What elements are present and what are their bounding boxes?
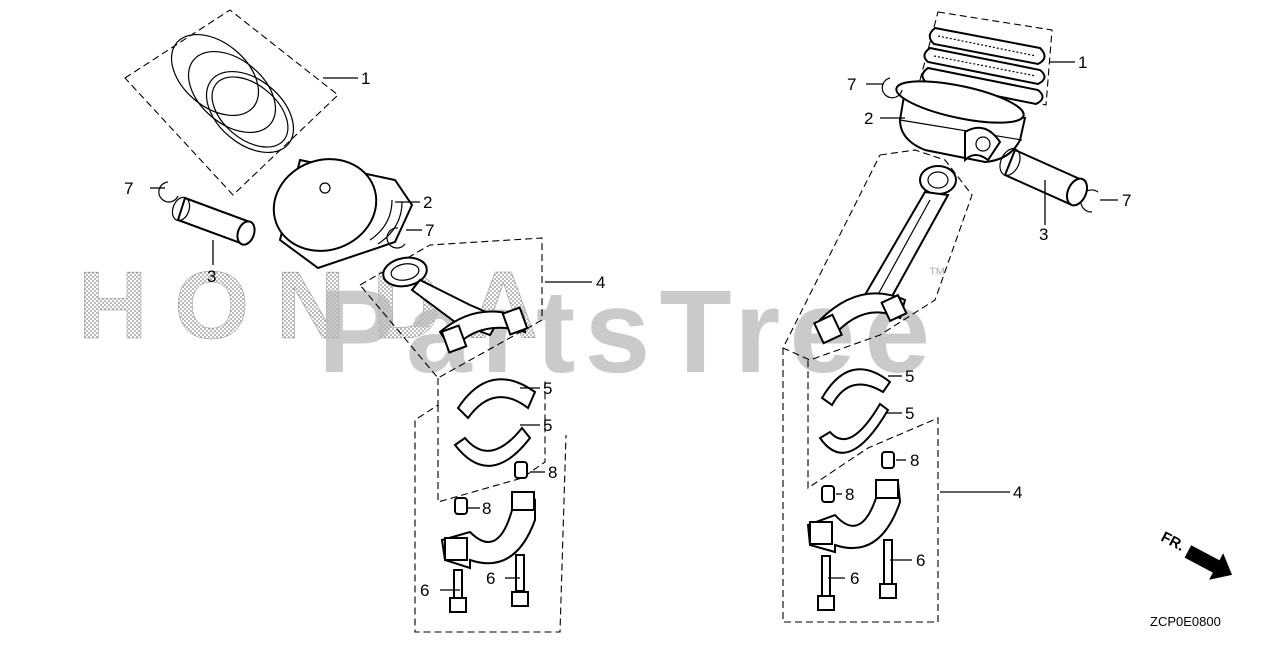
front-direction-indicator: FR. xyxy=(1158,529,1233,580)
right-callout-6a: 6 xyxy=(850,569,859,588)
right-rod-cap xyxy=(806,479,902,554)
right-bearing-upper xyxy=(820,368,892,407)
right-callout-3: 3 xyxy=(1039,225,1048,244)
left-bolt-b xyxy=(511,554,529,607)
right-callout-7b: 7 xyxy=(1122,191,1131,210)
left-callout-1: 1 xyxy=(361,69,370,88)
left-connecting-rod xyxy=(359,237,543,379)
right-callout-4: 4 xyxy=(1013,483,1022,502)
left-rod-cap xyxy=(440,491,536,570)
left-big-end-box xyxy=(414,378,567,633)
left-clip-a xyxy=(158,181,179,203)
right-bearing-lower xyxy=(818,402,890,454)
left-callout-7b: 7 xyxy=(425,221,434,240)
right-connecting-rod xyxy=(812,165,957,345)
left-callout-6a: 6 xyxy=(420,581,429,600)
left-callout-4: 4 xyxy=(596,273,605,292)
right-callout-8a: 8 xyxy=(910,451,919,470)
left-clip-b xyxy=(386,227,406,249)
right-piston-pin xyxy=(999,148,1089,207)
diagram-code: ZCP0E0800 xyxy=(1150,614,1221,629)
left-bearing-lower xyxy=(453,426,532,467)
left-callout-5a: 5 xyxy=(543,379,552,398)
left-dowel-a xyxy=(514,461,528,479)
watermark-trademark: ™ xyxy=(928,264,946,284)
right-callout-8b: 8 xyxy=(845,485,854,504)
left-dowel-b xyxy=(454,497,468,515)
left-piston-ring-set xyxy=(124,9,339,196)
left-callout-5b: 5 xyxy=(543,416,552,435)
right-piston-ring-set xyxy=(919,11,1053,106)
left-callout-7a: 7 xyxy=(124,179,133,198)
right-callout-2: 2 xyxy=(864,109,873,128)
left-bolt-a xyxy=(449,569,467,613)
left-bearing-upper xyxy=(456,378,537,420)
right-callout-5b: 5 xyxy=(905,404,914,423)
left-assembly: 1 2 3 4 5 5 6 6 7 7 8 8 xyxy=(124,9,605,633)
left-leader-lines xyxy=(150,77,592,591)
left-callout-8b: 8 xyxy=(482,499,491,518)
left-callout-3: 3 xyxy=(207,267,216,286)
right-dowel-b xyxy=(821,485,835,503)
right-piston xyxy=(895,80,1027,164)
right-bolt-b xyxy=(879,539,897,599)
right-rod-box xyxy=(782,149,973,623)
right-clip-a xyxy=(881,77,903,99)
left-piston xyxy=(272,158,414,270)
right-callout-5a: 5 xyxy=(905,367,914,386)
front-arrow-icon xyxy=(1184,545,1233,580)
right-assembly: 1 2 3 4 5 5 6 6 7 7 8 8 xyxy=(782,11,1131,623)
left-callout-6b: 6 xyxy=(486,569,495,588)
front-direction-label: FR. xyxy=(1158,529,1187,555)
right-leader-lines xyxy=(828,61,1118,579)
right-callout-7a: 7 xyxy=(847,75,856,94)
right-dowel-a xyxy=(881,451,895,469)
left-callout-8a: 8 xyxy=(548,463,557,482)
left-callout-2: 2 xyxy=(423,193,432,212)
right-bolt-a xyxy=(817,555,835,611)
left-piston-pin xyxy=(171,196,256,246)
right-callout-1: 1 xyxy=(1078,53,1087,72)
right-callout-6b: 6 xyxy=(916,551,925,570)
